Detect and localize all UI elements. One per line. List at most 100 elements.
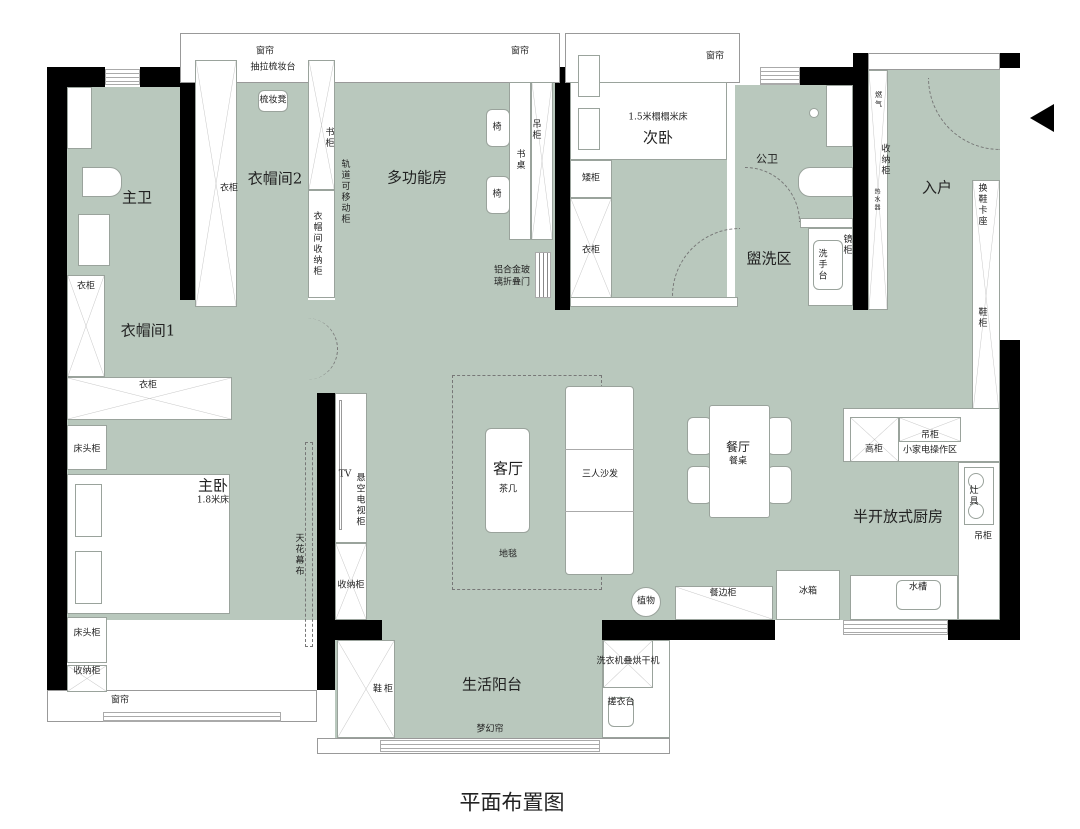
bed-bottom-edge	[570, 297, 738, 307]
mirror-cabinet-label: 镜柜	[841, 234, 852, 256]
laundry-sink-label: 搓衣台	[607, 697, 635, 708]
room-cloakroom1: 衣帽间1	[120, 321, 176, 340]
nightstand	[67, 617, 107, 663]
dream-curtain-label: 梦幻帘	[476, 724, 504, 735]
washer-dryer	[603, 640, 653, 688]
vanity-label: 抽拉梳妆台	[250, 62, 296, 73]
sink-label: 水槽	[908, 582, 928, 593]
sideboard	[675, 586, 773, 620]
projector-screen-label: 天花幕布	[293, 533, 304, 577]
room-multi: 多功能房	[386, 168, 448, 187]
shower	[826, 85, 853, 147]
burner	[968, 503, 984, 519]
wall	[555, 67, 570, 310]
cloak-storage	[308, 190, 335, 298]
room-master-bedroom: 主卧	[197, 476, 229, 495]
pillow	[75, 484, 102, 537]
coffee-table-label: 茶几	[498, 484, 518, 495]
tv-cabinet	[335, 393, 367, 543]
room-living: 客厅	[492, 459, 524, 478]
folding-door-label: 铝合金玻璃折叠门	[493, 265, 530, 287]
plant-label: 植物	[636, 596, 656, 607]
window	[843, 620, 948, 635]
room-entrance: 入户	[921, 178, 953, 197]
nightstand-label: 床头柜	[73, 628, 101, 639]
wall	[853, 53, 868, 310]
wash-basin-label: 洗手台	[816, 248, 827, 282]
wardrobe	[195, 60, 237, 307]
plant	[631, 587, 661, 617]
bathtub	[67, 87, 92, 149]
room-cloakroom2: 衣帽间2	[247, 169, 303, 188]
curtain-label: 窗帘	[255, 46, 275, 57]
storage-cabinet	[67, 665, 107, 692]
shower-basin	[78, 214, 110, 266]
curtain-label: 窗帘	[705, 51, 725, 62]
sideboard-label: 餐边柜	[709, 588, 737, 599]
window	[760, 67, 800, 85]
room-kitchen: 半开放式厨房	[852, 507, 944, 526]
room-public-bath: 公卫	[756, 152, 778, 166]
nightstand	[67, 425, 107, 470]
wall-cabinet	[531, 82, 553, 240]
wardrobe	[67, 377, 232, 420]
door-swing[interactable]	[298, 318, 338, 380]
wall	[47, 67, 67, 690]
wardrobe-label: 衣柜	[219, 183, 239, 194]
partition	[800, 218, 853, 228]
desk	[509, 82, 531, 240]
bed-15-label: 1.5米榻榻米床	[628, 112, 688, 123]
curtain-label: 窗帘	[510, 46, 530, 57]
shower-head	[809, 108, 819, 118]
wall	[317, 393, 335, 690]
triangle-left-arrow-icon	[1030, 104, 1054, 132]
coffee-table	[485, 428, 530, 533]
room-washing-area: 盥洗区	[746, 249, 792, 268]
low-cabinet	[570, 160, 612, 198]
wall	[948, 620, 1020, 640]
sofa	[565, 386, 634, 575]
window-frame	[868, 53, 1000, 70]
wardrobe-label: 衣柜	[581, 245, 601, 256]
chair	[687, 417, 712, 455]
washer-dryer-label: 洗衣机叠烘干机	[596, 656, 660, 667]
sofa-label: 三人沙发	[581, 469, 619, 480]
low-cabinet-label: 矮柜	[581, 173, 601, 184]
chair	[486, 176, 510, 214]
wall-cabinet	[899, 417, 961, 442]
wall	[1000, 340, 1020, 640]
window-frame	[180, 33, 560, 83]
fridge	[776, 570, 840, 620]
chair-label: 椅	[492, 122, 502, 133]
wash-basin	[813, 240, 843, 290]
bookcase	[308, 60, 335, 190]
chair	[767, 417, 792, 455]
toilet	[82, 167, 122, 197]
shoe-cabinet-label: 鞋柜	[976, 307, 987, 329]
tall-cabinet	[850, 417, 899, 462]
wall	[47, 67, 105, 87]
wardrobe-label: 衣柜	[76, 281, 96, 292]
chair-label: 椅	[492, 189, 502, 200]
wall-cabinet-label: 吊柜	[973, 531, 993, 542]
laundry-sink	[608, 697, 634, 727]
projector-screen	[305, 442, 313, 647]
wall	[317, 620, 382, 640]
dining-table	[709, 405, 770, 518]
rug-label: 地毯	[498, 549, 518, 560]
room-master-bath: 主卫	[121, 188, 153, 207]
wall	[1000, 53, 1020, 68]
tv-cabinet-label: 悬空电视柜	[354, 472, 365, 528]
window	[103, 712, 281, 722]
storage-label: 收纳柜	[73, 666, 101, 677]
burner	[968, 473, 984, 489]
wall	[602, 620, 775, 640]
room-dining: 餐厅	[725, 440, 751, 454]
balcony-cabinet	[337, 640, 395, 738]
plan-title: 平面布置图	[459, 790, 565, 815]
folding-door[interactable]	[535, 252, 551, 298]
room-balcony: 生活阳台	[461, 675, 523, 694]
bed-18-label: 1.8米床	[196, 495, 230, 506]
wall	[180, 67, 195, 300]
chair	[767, 466, 792, 504]
